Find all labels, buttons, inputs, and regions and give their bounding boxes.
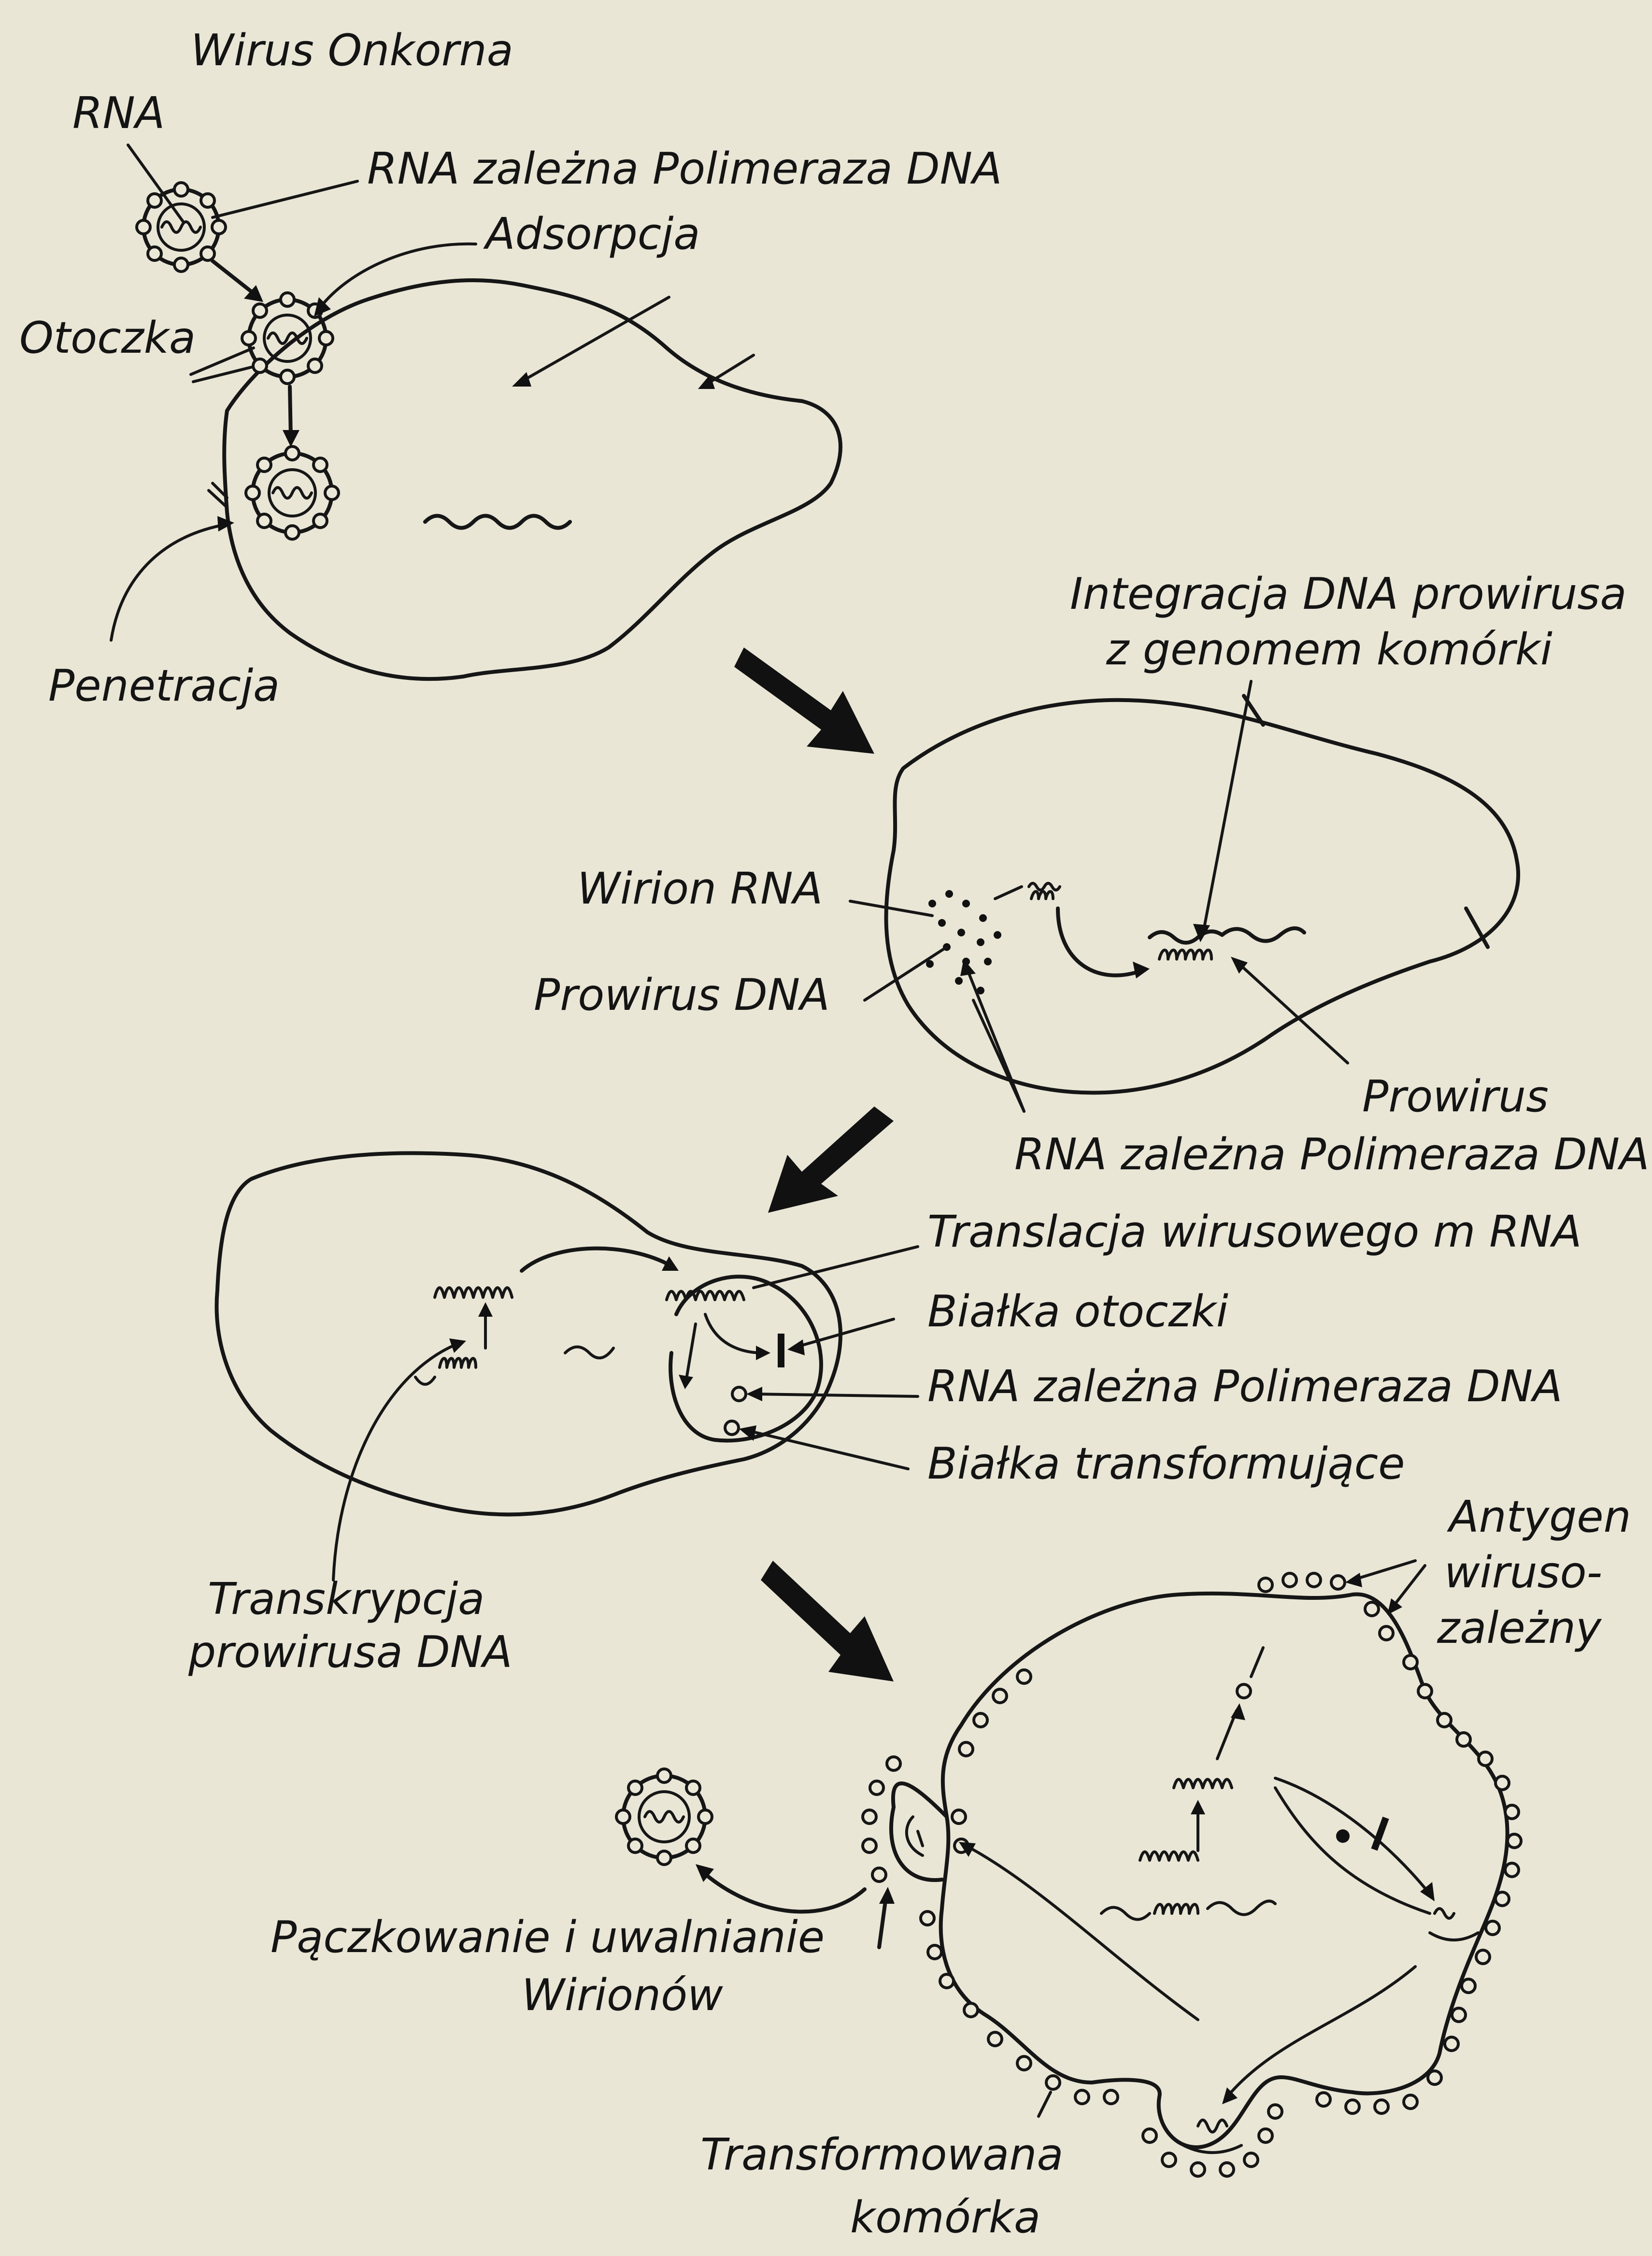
transforming-protein-particle xyxy=(725,1421,739,1435)
stage-2-integration xyxy=(850,681,1518,1111)
leader-polimeraza-2b xyxy=(973,1000,1024,1111)
polymerase-particle xyxy=(732,1387,746,1401)
mrna-4a xyxy=(1140,1852,1198,1861)
label-bialka-otoczki: Białka otoczki xyxy=(927,1286,1228,1337)
label-transkrypcja-1: Transkrypcja xyxy=(208,1574,484,1624)
cell-3-compartment xyxy=(670,1277,821,1440)
label-rna-polimeraza-3: RNA zależna Polimeraza DNA xyxy=(927,1361,1563,1412)
arrow-4-translation-b xyxy=(1275,1788,1430,1913)
leader-antygen-1 xyxy=(1353,1561,1415,1580)
label-otoczka: Otoczka xyxy=(19,313,196,363)
assembly-rna-4 xyxy=(1430,1909,1478,1940)
label-integracja-1: Integracja DNA prowirusa xyxy=(1070,569,1626,619)
host-genome xyxy=(1150,928,1304,943)
label-wirus-onkorna: Wirus Onkorna xyxy=(191,25,513,76)
label-transkrypcja-2: prowirusa DNA xyxy=(188,1627,513,1678)
arrow-4-to-bud xyxy=(1227,1967,1415,2097)
leader-rna xyxy=(128,145,184,222)
leader-adsorpcja-2 xyxy=(517,297,669,384)
arrow-release xyxy=(700,1870,865,1911)
leader-translacja xyxy=(754,1247,918,1288)
leader-integracja xyxy=(1203,681,1251,935)
leader-bialka-otoczki xyxy=(792,1319,894,1348)
label-antygen-2: wiruso- xyxy=(1444,1547,1602,1598)
mrna-right xyxy=(667,1292,744,1300)
label-prowirus-dna: Prowirus DNA xyxy=(534,970,830,1020)
released-virion xyxy=(616,1769,712,1865)
genome-4 xyxy=(1101,1901,1275,1919)
arrow-reverse-transcription xyxy=(995,887,1022,899)
surface-antigen-beads xyxy=(863,1573,1521,2176)
label-antygen-3: zależny xyxy=(1437,1603,1602,1653)
viral-rna-small xyxy=(1029,883,1060,890)
label-transformowana-2: komórka xyxy=(850,2192,1040,2243)
leader-polimeraza-3 xyxy=(754,1394,918,1396)
big-arrow-3 xyxy=(761,1561,894,1681)
label-adsorpcja: Adsorpcja xyxy=(483,209,700,259)
budding-core xyxy=(907,1817,923,1855)
cell-2-outline xyxy=(886,700,1519,1093)
cell-1-outline xyxy=(224,280,840,679)
antigen-particle xyxy=(1237,1684,1251,1698)
leader-adsorpcja xyxy=(319,244,476,309)
label-translacja: Translacja wirusowego m RNA xyxy=(927,1207,1582,1257)
big-arrow-2 xyxy=(768,1106,894,1213)
protein-dot-4 xyxy=(1336,1829,1350,1843)
arrow-translation-2 xyxy=(686,1324,696,1382)
label-integracja-2: z genomem komórki xyxy=(1106,624,1552,675)
leader-otoczka xyxy=(191,348,254,382)
coat-protein-bar xyxy=(778,1334,784,1367)
arrow-4-to-surface xyxy=(1251,1648,1263,1677)
label-prowirus: Prowirus xyxy=(1362,1071,1549,1122)
arrow-to-genome xyxy=(1058,908,1140,976)
label-rna-polimeraza-2: RNA zależna Polimeraza DNA xyxy=(1014,1129,1650,1180)
leader-wirion-rna xyxy=(850,901,932,916)
leader-prowirus-dna xyxy=(865,947,947,1000)
arrow-virion-into-cell xyxy=(290,387,291,437)
leader-transformowana xyxy=(1039,2092,1051,2116)
label-rna-polimeraza-1: RNA zależna Polimeraza DNA xyxy=(367,144,1002,194)
leader-penetracja xyxy=(111,524,227,640)
stage-4-transformed-cell xyxy=(616,1561,1521,2176)
label-transformowana-1: Transformowana xyxy=(700,2129,1064,2180)
viral-dna-coil-small xyxy=(1031,891,1053,899)
virion-penetrated xyxy=(246,446,339,539)
virion-free xyxy=(137,183,226,272)
label-paczkowanie-1: Pączkowanie i uwalnianie xyxy=(271,1912,825,1963)
label-wirion-rna: Wirion RNA xyxy=(577,863,823,914)
label-bialka-transformujace: Białka transformujące xyxy=(927,1438,1405,1489)
labels: Wirus Onkorna RNA RNA zależna Polimeraza… xyxy=(19,25,1650,2243)
label-rna: RNA xyxy=(72,88,165,139)
leader-transkrypcja xyxy=(333,1343,459,1580)
mrna-4b xyxy=(1174,1780,1232,1788)
provirus-coil xyxy=(1159,950,1211,959)
arrow-4-to-budding xyxy=(966,1846,1198,2020)
leader-polimeraza-1 xyxy=(213,181,357,217)
genome-with-provirus xyxy=(415,1347,613,1385)
arrow-mrna-export xyxy=(522,1249,671,1271)
big-arrow-1 xyxy=(734,647,874,754)
arrow-translation-1 xyxy=(705,1314,763,1353)
virion-rna-dots xyxy=(926,890,1001,994)
cell-3-outline xyxy=(216,1153,840,1515)
label-antygen-1: Antygen xyxy=(1447,1492,1631,1542)
stage-3-expression xyxy=(216,1153,918,1580)
label-paczkowanie-2: Wirionów xyxy=(522,1970,723,2021)
mrna-left xyxy=(435,1288,512,1297)
host-dna-1 xyxy=(425,516,570,528)
label-penetracja: Penetracja xyxy=(48,661,280,711)
stage-1-infection xyxy=(111,145,840,679)
